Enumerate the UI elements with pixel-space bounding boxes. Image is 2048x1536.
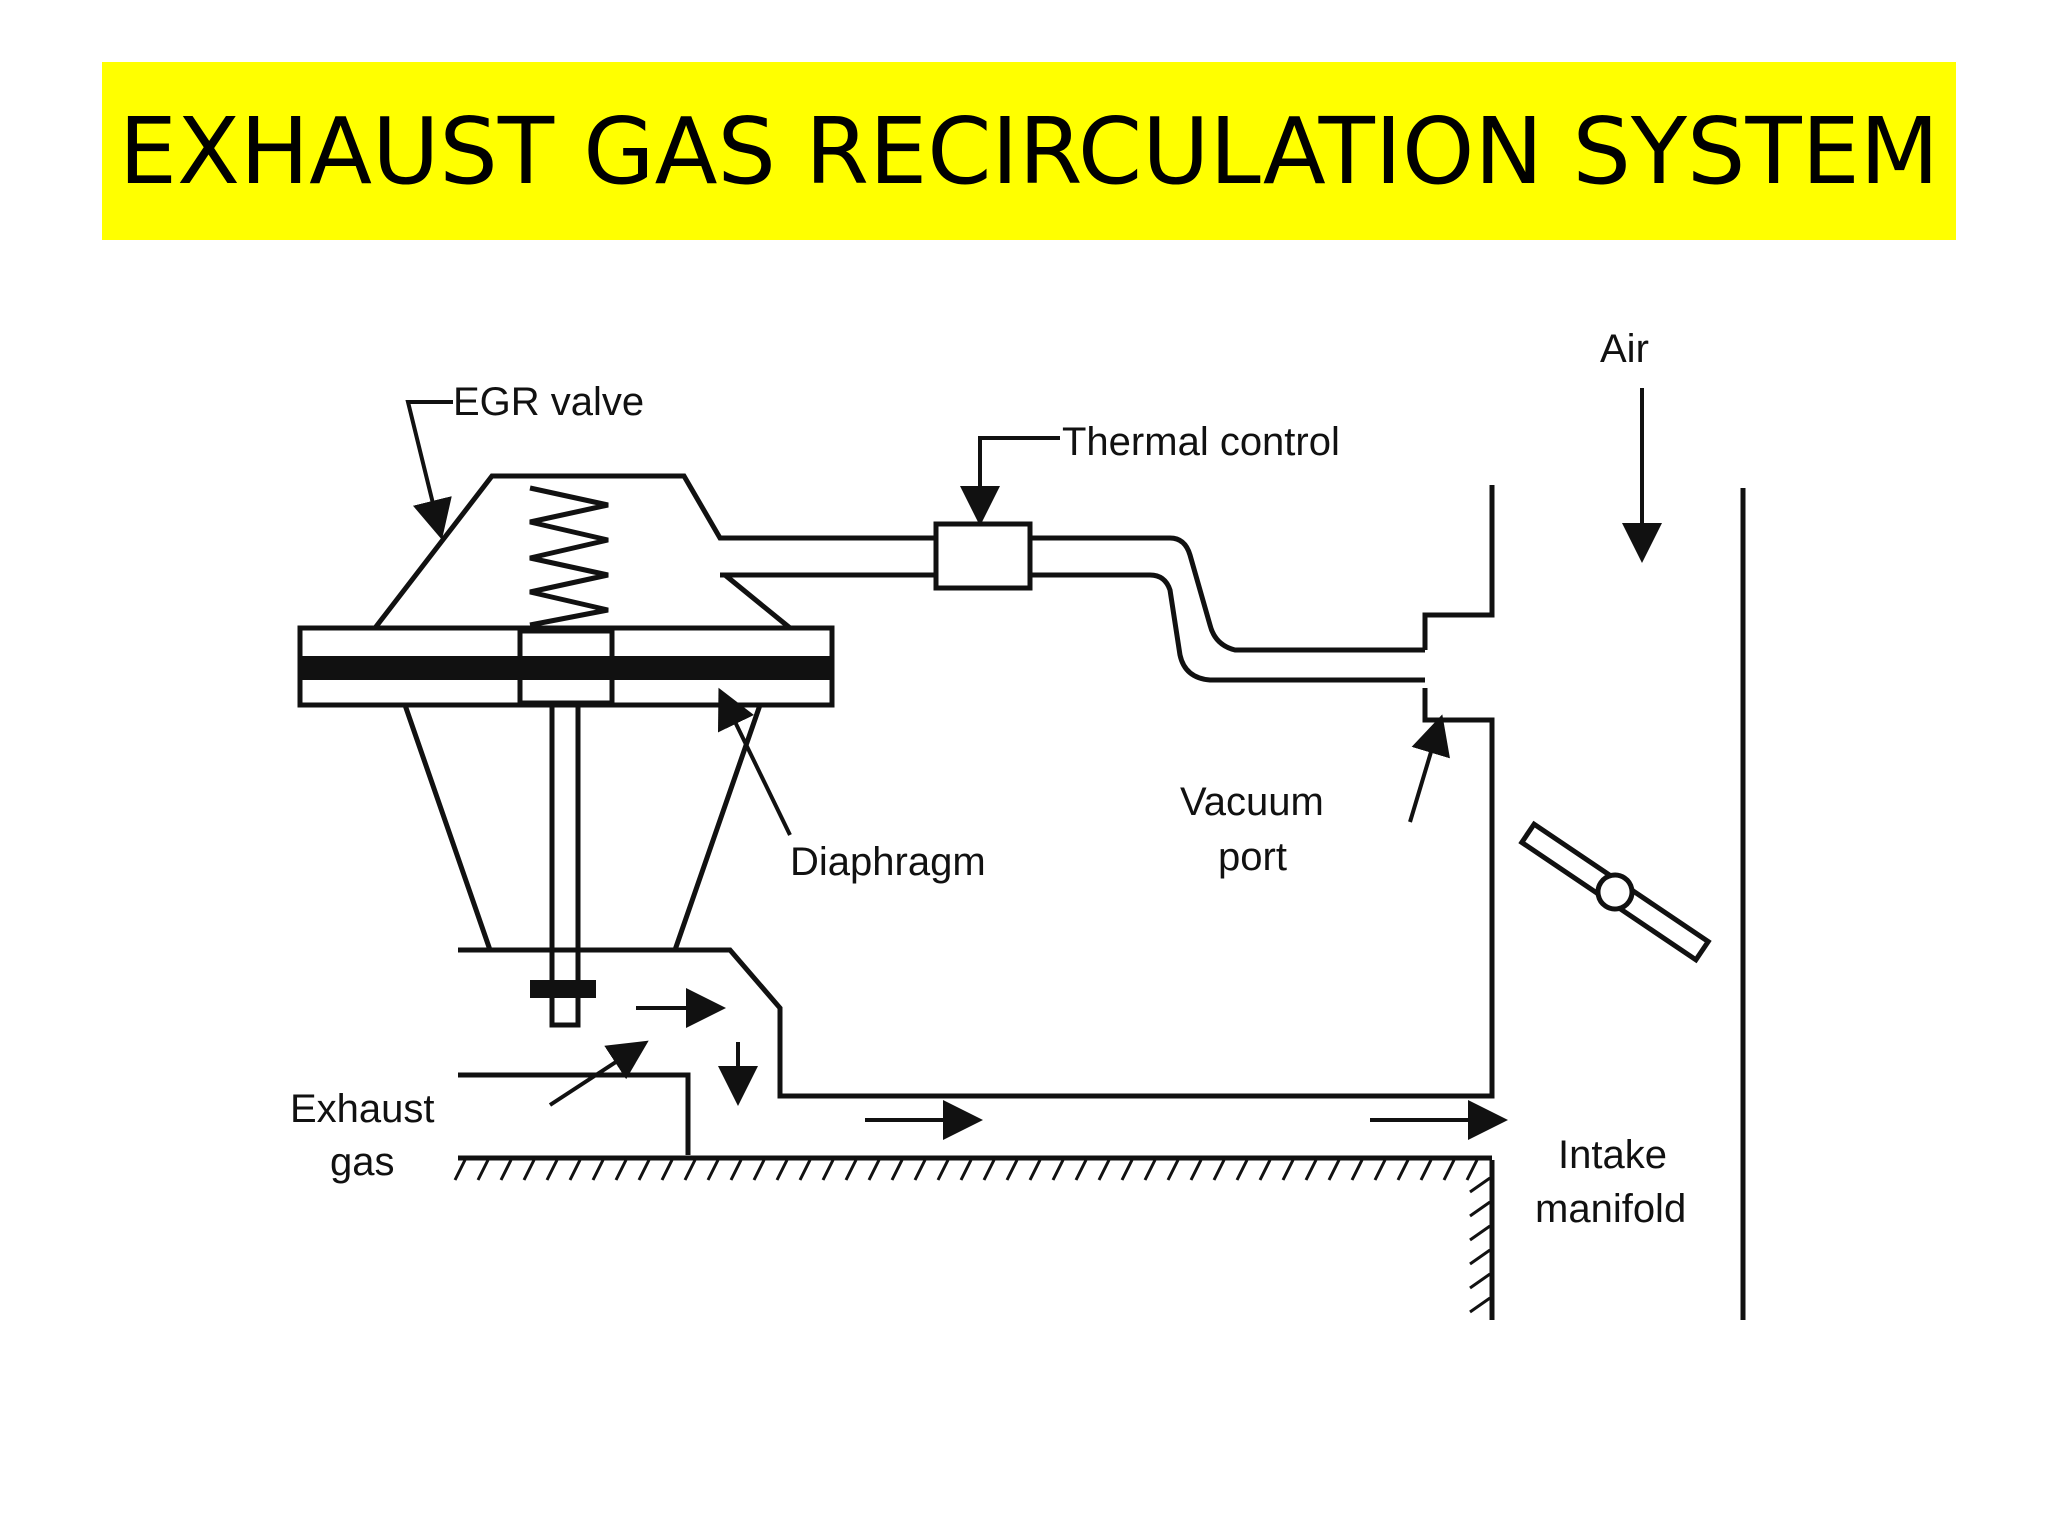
diaphragm-leader (717, 687, 792, 836)
diaphragm-label: Diaphragm (790, 840, 986, 884)
egr-valve-upper-housing (373, 473, 946, 630)
gas-label: gas (330, 1140, 395, 1184)
ground-hatching (453, 1159, 1491, 1314)
exhaust-flow-arrow (548, 1040, 649, 1107)
egr-valve-lower-housing (402, 704, 763, 951)
port-label: port (1218, 835, 1287, 879)
vacuum-line-lower (946, 572, 1425, 683)
exhaust-inlet (458, 1072, 691, 1155)
manifold-wall-upper (1422, 485, 1495, 650)
intake-label: Intake (1558, 1133, 1667, 1177)
egr-valve-leader (405, 400, 453, 540)
thermal-control-label: Thermal control (1062, 420, 1340, 464)
thermal-control-box (933, 521, 1033, 591)
air-label: Air (1600, 327, 1649, 371)
throttle-plate (1518, 820, 1712, 964)
thermal-control-leader (960, 436, 1060, 526)
spring (529, 485, 609, 628)
vacuum-line-upper (946, 535, 1425, 653)
page-title: EXHAUST GAS RECIRCULATION SYSTEM (118, 97, 1940, 205)
egr-valve-label: EGR valve (453, 380, 644, 424)
vacuum-port-leader (1408, 714, 1450, 823)
title-banner: EXHAUST GAS RECIRCULATION SYSTEM (102, 62, 1956, 240)
exhaust-label: Exhaust (290, 1087, 435, 1131)
valve-disc (530, 980, 596, 998)
exhaust-passage-top (458, 688, 1495, 1099)
valve-stem (549, 705, 581, 1028)
vacuum-label: Vacuum (1180, 780, 1324, 824)
manifold-label: manifold (1535, 1187, 1686, 1231)
valve-piston-band (520, 656, 612, 680)
